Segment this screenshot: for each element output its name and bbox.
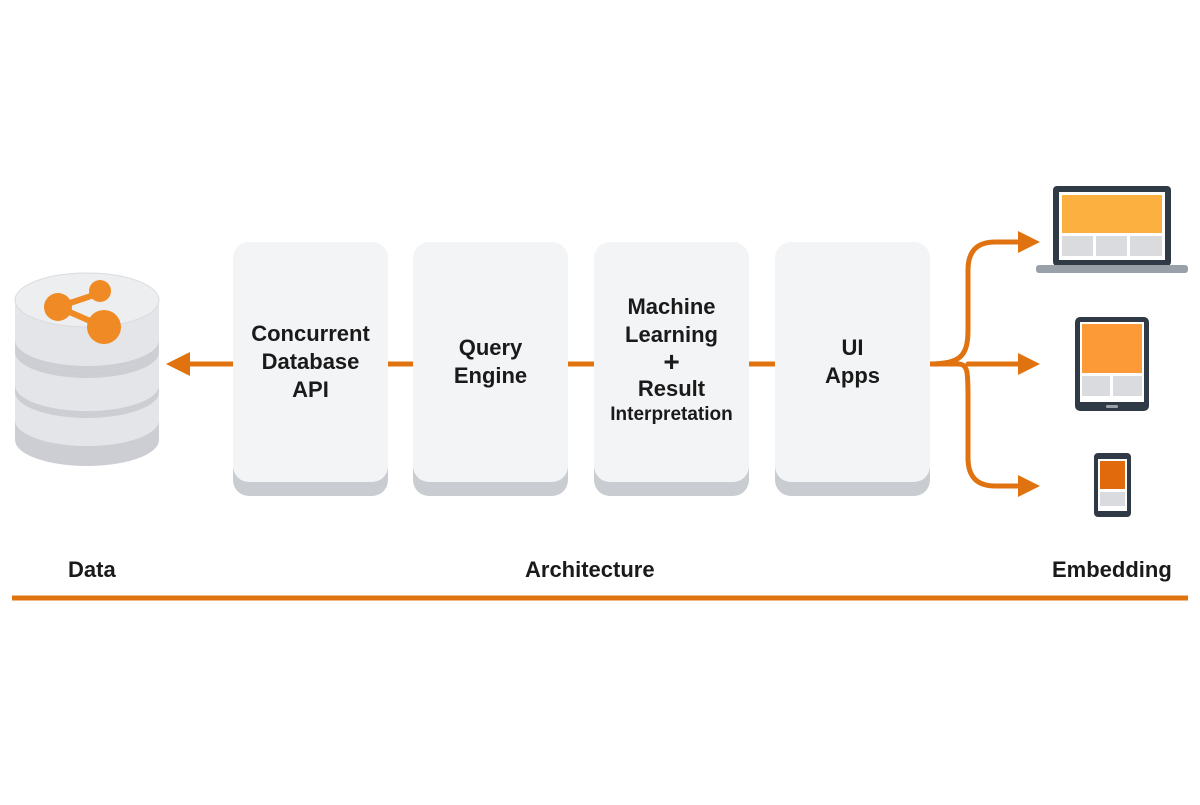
arrow-to-database [166, 352, 190, 376]
box-line: Query [458, 335, 523, 360]
box-line: Machine [627, 294, 716, 319]
box-query-engine [413, 242, 568, 496]
label-ui-apps: UI Apps [775, 242, 930, 482]
arrow-to-tablet [1018, 353, 1040, 375]
box-line: Database [261, 349, 360, 374]
arrow-to-phone [1018, 475, 1040, 497]
branch-connector [927, 239, 1025, 489]
label-machine-learning: Machine Learning + Result Interpretation [594, 240, 749, 480]
database-share-icon [14, 272, 160, 466]
section-label-data: Data [68, 557, 116, 582]
box-machine-learning [594, 242, 749, 496]
box-line: Concurrent [251, 321, 370, 346]
tablet-icon [1075, 317, 1149, 411]
arrow-to-laptop [1018, 231, 1040, 253]
label-query-engine: Query Engine [413, 242, 568, 482]
box-line: Apps [825, 363, 880, 388]
laptop-icon [1036, 186, 1188, 273]
box-line: Engine [453, 363, 528, 388]
box-line: UI [841, 335, 864, 360]
phone-icon [1094, 453, 1131, 517]
label-concurrent-database-api: Concurrent Database API [233, 242, 388, 482]
box-ui-apps [775, 242, 930, 496]
box-line-small: Interpretation [610, 404, 733, 425]
plus-sign: + [663, 346, 680, 377]
box-line: Learning [625, 322, 718, 347]
box-line: Result [637, 376, 706, 401]
box-concurrent-database-api [233, 242, 388, 496]
section-label-embedding: Embedding [1052, 557, 1172, 582]
section-label-architecture: Architecture [525, 557, 655, 582]
box-line: API [292, 377, 329, 402]
